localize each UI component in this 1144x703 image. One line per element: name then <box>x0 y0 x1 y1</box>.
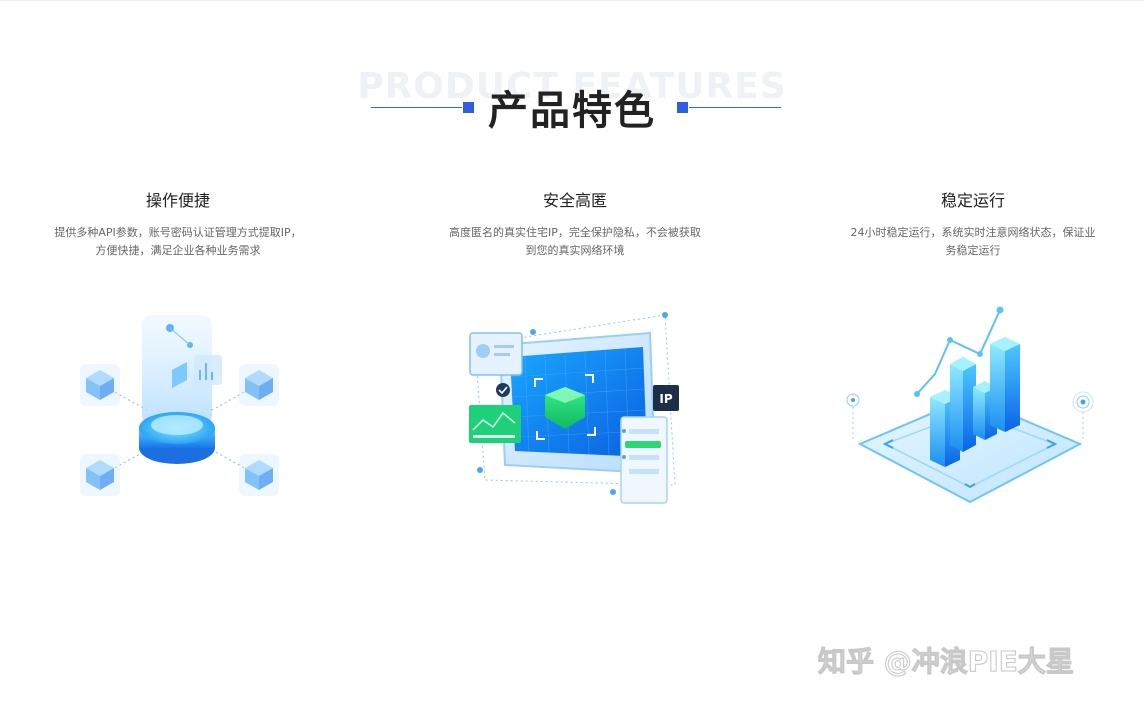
network-hub-illustration-icon <box>72 300 287 505</box>
header-line-left <box>371 107 462 108</box>
header-line-right <box>689 107 781 108</box>
section-header: PRODUCT FEATURES 产品特色 <box>0 60 1144 140</box>
feature-description: 高度匿名的真实住宅IP，完全保护隐私，不会被获取到您的真实网络环境 <box>449 226 701 257</box>
section-title: 产品特色 <box>488 88 656 134</box>
feature-card-convenient: 操作便捷 提供多种API参数，账号密码认证管理方式提取IP，方便快捷，满足企业各… <box>43 190 313 260</box>
feature-description: 提供多种API参数，账号密码认证管理方式提取IP，方便快捷，满足企业各种业务需求 <box>54 226 302 257</box>
header-square-right <box>677 102 688 113</box>
top-divider <box>0 0 1144 1</box>
feature-title: 安全高匿 <box>542 191 607 210</box>
feature-card-stable: 稳定运行 24小时稳定运行，系统实时注意网络状态，保证业务稳定运行 <box>838 190 1108 260</box>
header-background-text: PRODUCT FEATURES <box>357 66 787 107</box>
feature-title: 稳定运行 <box>940 191 1005 210</box>
feature-description: 24小时稳定运行，系统实时注意网络状态，保证业务稳定运行 <box>850 226 1096 257</box>
watermark-text: 知乎 @冲浪PIE大星 <box>818 645 1075 679</box>
header-square-left <box>463 102 474 113</box>
feature-title: 操作便捷 <box>145 191 210 210</box>
bar-chart-platform-illustration-icon <box>845 302 1095 517</box>
feature-card-anonymous: 安全高匿 高度匿名的真实住宅IP，完全保护隐私，不会被获取到您的真实网络环境 <box>440 190 710 260</box>
ip-badge-label: IP <box>659 392 672 406</box>
secure-screen-illustration-icon: IP <box>465 305 685 510</box>
